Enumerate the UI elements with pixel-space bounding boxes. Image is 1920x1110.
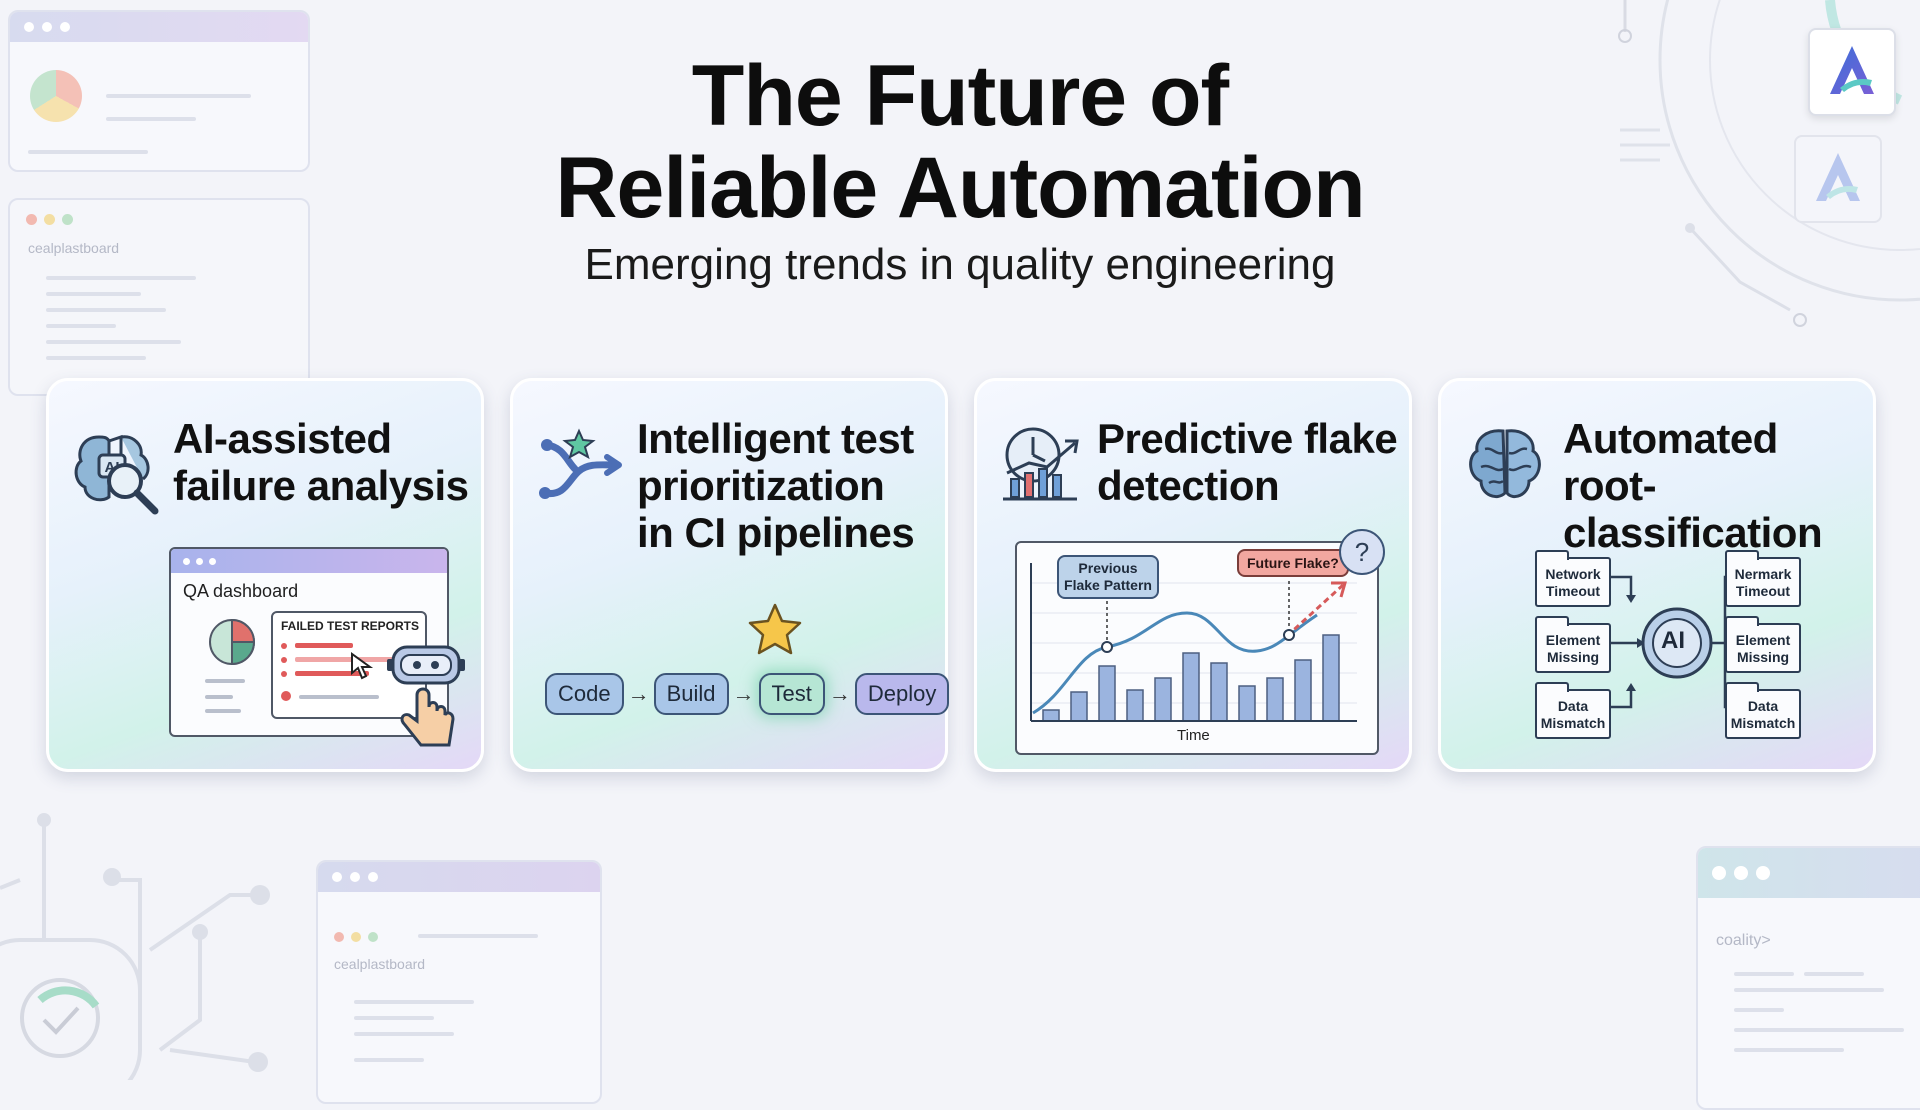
folder-label: Mismatch (1540, 715, 1606, 731)
ci-pipeline: Code → Build → Test → Deploy (545, 673, 950, 715)
cursor-icon (351, 652, 374, 680)
flake-trend-chart (1030, 563, 1357, 722)
x-axis-label: Time (1177, 727, 1210, 744)
ai-hub: AI (1661, 627, 1685, 654)
brain-icon (1469, 429, 1541, 498)
card-flake-detection: Predictive flake detection (974, 378, 1412, 772)
ghost-label: cealplastboard (334, 956, 426, 972)
callout-previous-pattern: Previous Flake Pattern (1057, 555, 1159, 599)
card-title: Predictive flake detection (1097, 415, 1398, 509)
flake-chart-illustration: Previous Flake Pattern Future Flake? ? T… (1015, 529, 1385, 755)
folder-label: Timeout (1735, 583, 1791, 599)
bottom-left-decoration (0, 813, 270, 1080)
folder-label: Element (1545, 632, 1601, 648)
ghost-code-window: coality> (1696, 846, 1920, 1110)
folder-label: Network (1545, 566, 1601, 582)
card-title: AI-assisted failure analysis (173, 415, 469, 509)
ghost-label: coality> (1716, 932, 1771, 949)
page-title: The Future of Reliable Automation (0, 50, 1920, 234)
folder-label: Mismatch (1730, 715, 1796, 731)
folder-label: Data (1557, 698, 1589, 714)
ghost-dashboard-window-2: cealplastboard (316, 860, 602, 1104)
folder-label: Data (1747, 698, 1779, 714)
window-titlebar (171, 549, 447, 573)
callout-future-flake: Future Flake? (1237, 549, 1349, 577)
folder-label: Missing (1546, 649, 1600, 665)
arrow-icon: → (828, 681, 851, 706)
folder-tab-icon (1535, 616, 1569, 626)
card-root-classification: Automated root- classification AI Networ… (1438, 378, 1876, 772)
folder-label: Missing (1736, 649, 1790, 665)
card-title: Automated root- classification (1563, 415, 1823, 556)
folder-tab-icon (1535, 550, 1569, 560)
folder-tab-icon (1725, 550, 1759, 560)
folder-tab-icon (1535, 682, 1569, 692)
folder-label: Timeout (1545, 583, 1601, 599)
page-subtitle: Emerging trends in quality engineering (584, 240, 1336, 289)
arrow-icon: → (627, 681, 650, 706)
folder-label: Element (1735, 632, 1791, 648)
pipeline-step-build: Build (653, 673, 729, 715)
ai-brain-magnifier-icon: AI (74, 434, 159, 515)
pipeline-step-deploy: Deploy (854, 673, 950, 715)
card-test-prioritization: Intelligent test prioritization in CI pi… (510, 378, 950, 772)
folder-tab-icon (1725, 682, 1759, 692)
question-icon: ? (1339, 529, 1385, 575)
title-line-1: The Future of (691, 48, 1229, 144)
pie-chart-icon (209, 618, 256, 666)
arrow-icon: → (732, 681, 755, 706)
failed-reports-label: FAILED TEST REPORTS (281, 619, 420, 633)
clock-chart-icon (1003, 427, 1079, 501)
folder-tab-icon (1725, 616, 1759, 626)
qa-dashboard-illustration: QA dashboard FAILED TEST REPORTS (169, 547, 465, 747)
pipeline-step-code: Code (545, 673, 624, 715)
card-ai-failure-analysis: AI AI-assisted failure analysis QA dashb… (46, 378, 484, 772)
title-line-2: Reliable Automation (555, 140, 1365, 236)
robot-hand-icon (387, 645, 465, 747)
branching-arrows-star-icon (539, 428, 622, 499)
pipeline-step-test: Test (758, 673, 825, 715)
folder-label: Nermark (1734, 566, 1792, 582)
dashboard-label: QA dashboard (183, 581, 299, 601)
classification-flow (1607, 572, 1745, 712)
card-title: Intelligent test prioritization in CI pi… (637, 415, 915, 556)
priority-star-icon (748, 603, 802, 655)
